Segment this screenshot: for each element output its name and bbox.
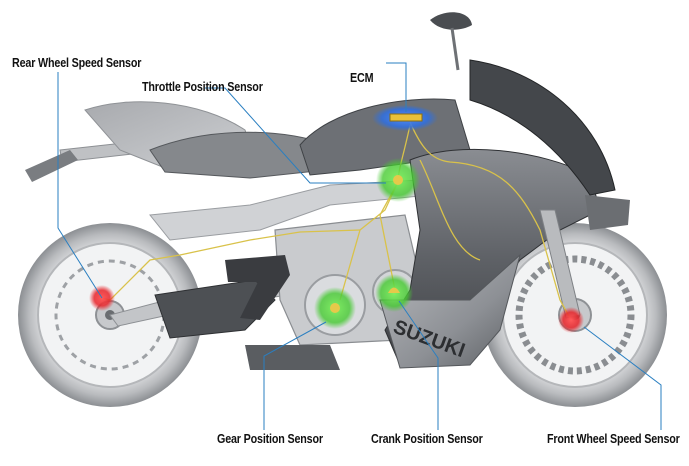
leader-front-wheel-speed [583,326,662,430]
leader-throttle [205,87,386,184]
leader-crank [398,300,439,430]
ecm-unit [372,105,438,131]
front-fairing [469,59,630,230]
leader-rear-wheel-speed [57,72,103,299]
leader-lines [57,62,662,430]
throttle-position-sensor-marker [376,158,420,202]
label-ecm: ECM [350,71,374,85]
label-front-wheel-speed-sensor: Front Wheel Speed Sensor [547,432,680,446]
tail-section [84,101,346,179]
leader-gear [263,321,327,430]
leader-ecm [386,62,407,112]
footpeg-bracket [225,255,290,320]
front-wheel-speed-sensor-marker [558,307,584,333]
label-throttle-position-sensor: Throttle Position Sensor [142,80,263,94]
gear-position-sensor-marker [314,287,356,329]
label-gear-position-sensor: Gear Position Sensor [217,432,323,446]
crank-position-sensor-marker [375,274,413,312]
label-rear-wheel-speed-sensor: Rear Wheel Speed Sensor [12,56,142,70]
mirror [430,12,472,71]
label-crank-position-sensor: Crank Position Sensor [371,432,483,446]
